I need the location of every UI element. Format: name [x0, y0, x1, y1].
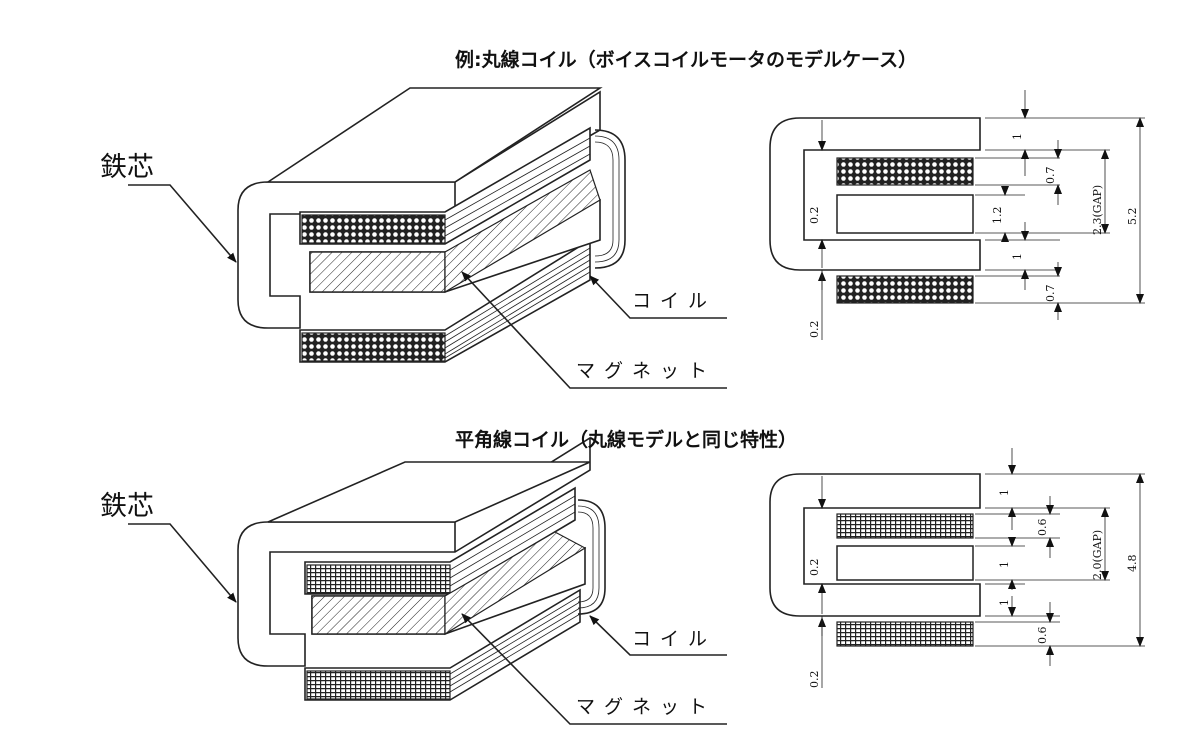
dim-gap: 2.0(GAP) — [1091, 530, 1104, 580]
round-wire-cross-section: 1 0.7 2.3(GAP) 5.2 0.2 1.2 1 0.7 0.2 — [769, 90, 1145, 340]
flat-wire-magnet — [311, 531, 587, 636]
flat-wire-bottom-coil — [304, 588, 581, 701]
dim-coil-bottom: 0.7 — [1044, 285, 1057, 303]
dim-gap: 2.3(GAP) — [1091, 185, 1104, 235]
round-wire-bottom-coil — [299, 238, 591, 363]
flat-wire-top-coil — [304, 486, 576, 595]
dim-core-bottom: 1 — [1011, 253, 1024, 260]
round-wire-top-coil — [299, 126, 591, 245]
dim-total: 5.2 — [1126, 208, 1139, 226]
dim-inner-gap: 0.2 — [808, 559, 821, 577]
dim-magnet: 1.2 — [991, 207, 1004, 225]
dim-outer-gap: 0.2 — [808, 321, 821, 339]
round-wire-core-label: 鉄芯 — [100, 152, 154, 183]
dim-inner-gap: 0.2 — [808, 207, 821, 225]
flat-wire-iron-core — [237, 436, 591, 667]
dim-magnet: 1 — [998, 561, 1011, 568]
round-wire-magnet — [309, 169, 601, 294]
flat-wire-magnet-label: マグネット — [576, 696, 717, 718]
dim-total: 4.8 — [1126, 555, 1139, 573]
flat-wire-coil-label: コイル — [632, 628, 717, 650]
round-wire-title: 例:丸線コイル（ボイスコイルモータのモデルケース） — [455, 49, 918, 71]
round-wire-magnet-label: マグネット — [576, 360, 717, 382]
dim-core-top: 1 — [998, 489, 1011, 496]
dim-outer-gap: 0.2 — [808, 671, 821, 689]
dim-coil-bottom: 0.6 — [1036, 627, 1049, 645]
round-wire-iso-view — [237, 87, 626, 363]
dim-coil-gap: 0.7 — [1044, 167, 1057, 185]
flat-wire-cross-section: 1 0.6 2.0(GAP) 4.8 0.2 1 1 0.6 0.2 — [769, 448, 1145, 689]
flat-wire-iso-view — [237, 436, 606, 701]
round-wire-coil-label: コイル — [632, 290, 717, 312]
dim-core-top: 1 — [1011, 133, 1024, 140]
dim-coil-gap: 0.6 — [1036, 519, 1049, 537]
flat-wire-title: 平角線コイル（丸線モデルと同じ特性） — [455, 429, 798, 451]
flat-wire-core-label: 鉄芯 — [100, 491, 154, 522]
dim-core-bottom: 1 — [998, 599, 1011, 606]
